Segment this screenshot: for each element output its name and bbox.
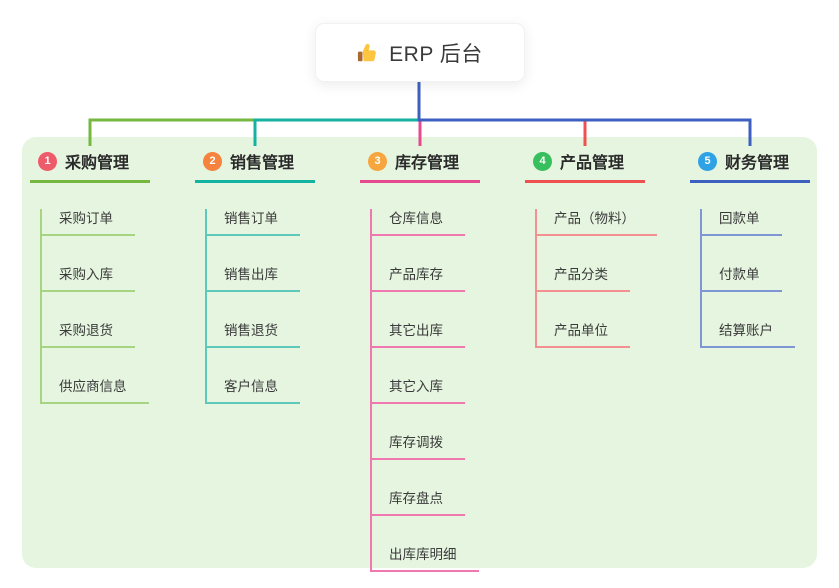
child-node[interactable]: 销售退货: [207, 321, 300, 348]
child-node[interactable]: 付款单: [702, 265, 782, 292]
branch-children: 销售订单销售出库销售退货客户信息: [205, 209, 367, 404]
child-node[interactable]: 销售订单: [207, 209, 300, 236]
child-node[interactable]: 采购入库: [42, 265, 135, 292]
child-node[interactable]: 出库库明细: [372, 545, 479, 572]
thumbs-up-icon: [358, 43, 377, 61]
branch-children: 采购订单采购入库采购退货供应商信息: [40, 209, 202, 404]
branch-node-sales[interactable]: 2 销售管理: [195, 146, 315, 183]
branch-number-badge: 5: [698, 151, 717, 171]
root-title: ERP 后台: [389, 42, 483, 66]
branch-number-badge: 1: [38, 151, 57, 171]
branch-finance: 5 财务管理 回款单付款单结算账户: [690, 146, 839, 348]
branch-number-badge: 4: [533, 151, 552, 171]
child-node[interactable]: 产品单位: [537, 321, 630, 348]
branch-children: 产品（物料） 产品分类产品单位: [535, 209, 697, 348]
branch-children: 回款单付款单结算账户: [700, 209, 839, 348]
branch-number-badge: 3: [368, 151, 387, 171]
branches-panel: [22, 137, 817, 568]
child-node[interactable]: 回款单: [702, 209, 782, 236]
branch-label: 产品管理: [560, 155, 625, 172]
child-node[interactable]: 销售出库: [207, 265, 300, 292]
branch-inventory: 3 库存管理 仓库信息产品库存其它出库其它入库库存调拨库存盘点出库库明细: [360, 146, 532, 572]
child-node[interactable]: 库存盘点: [372, 489, 465, 516]
child-node[interactable]: 产品分类: [537, 265, 630, 292]
branch-label: 库存管理: [395, 155, 460, 172]
branch-node-procurement[interactable]: 1 采购管理: [30, 146, 150, 183]
root-node-erp-backend[interactable]: ERP 后台: [315, 23, 525, 82]
child-node[interactable]: 采购订单: [42, 209, 135, 236]
branch-node-product[interactable]: 4 产品管理: [525, 146, 645, 183]
branch-label: 采购管理: [65, 155, 130, 172]
branch-sales: 2 销售管理 销售订单销售出库销售退货客户信息: [195, 146, 367, 404]
branch-number-badge: 2: [203, 151, 222, 171]
branch-node-finance[interactable]: 5 财务管理: [690, 146, 810, 183]
branch-label: 财务管理: [725, 155, 790, 172]
child-node[interactable]: 结算账户: [702, 321, 795, 348]
child-node[interactable]: 其它出库: [372, 321, 465, 348]
child-node[interactable]: 客户信息: [207, 377, 300, 404]
child-node[interactable]: 产品库存: [372, 265, 465, 292]
branch-children: 仓库信息产品库存其它出库其它入库库存调拨库存盘点出库库明细: [370, 209, 532, 572]
branch-label: 销售管理: [230, 155, 295, 172]
branch-node-inventory[interactable]: 3 库存管理: [360, 146, 480, 183]
child-node[interactable]: 采购退货: [42, 321, 135, 348]
child-node[interactable]: 其它入库: [372, 377, 465, 404]
child-node[interactable]: 供应商信息: [42, 377, 149, 404]
branch-product: 4 产品管理 产品（物料） 产品分类产品单位: [525, 146, 697, 348]
child-node[interactable]: 产品（物料）: [537, 209, 657, 236]
child-node[interactable]: 仓库信息: [372, 209, 465, 236]
branch-procurement: 1 采购管理 采购订单采购入库采购退货供应商信息: [30, 146, 202, 404]
child-node[interactable]: 库存调拨: [372, 433, 465, 460]
